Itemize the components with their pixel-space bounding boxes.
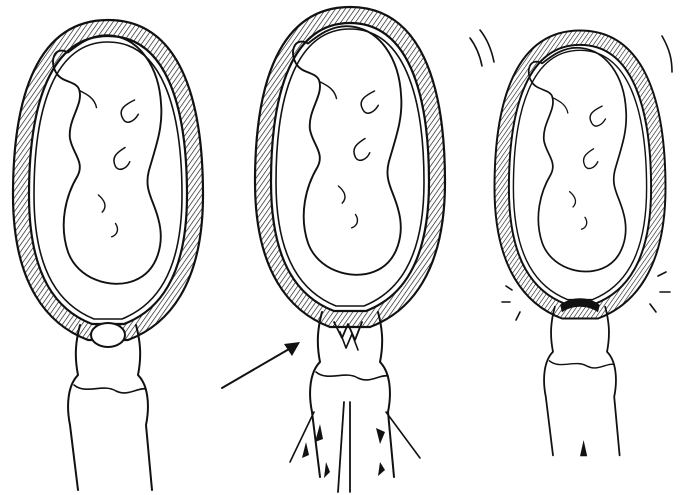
panel-after-rupture [495, 30, 666, 456]
panel-intact-membranes [13, 20, 203, 490]
panel-membrane-rupture [255, 7, 445, 492]
fluid-gush [290, 402, 420, 492]
rupture-arrow [222, 342, 300, 388]
